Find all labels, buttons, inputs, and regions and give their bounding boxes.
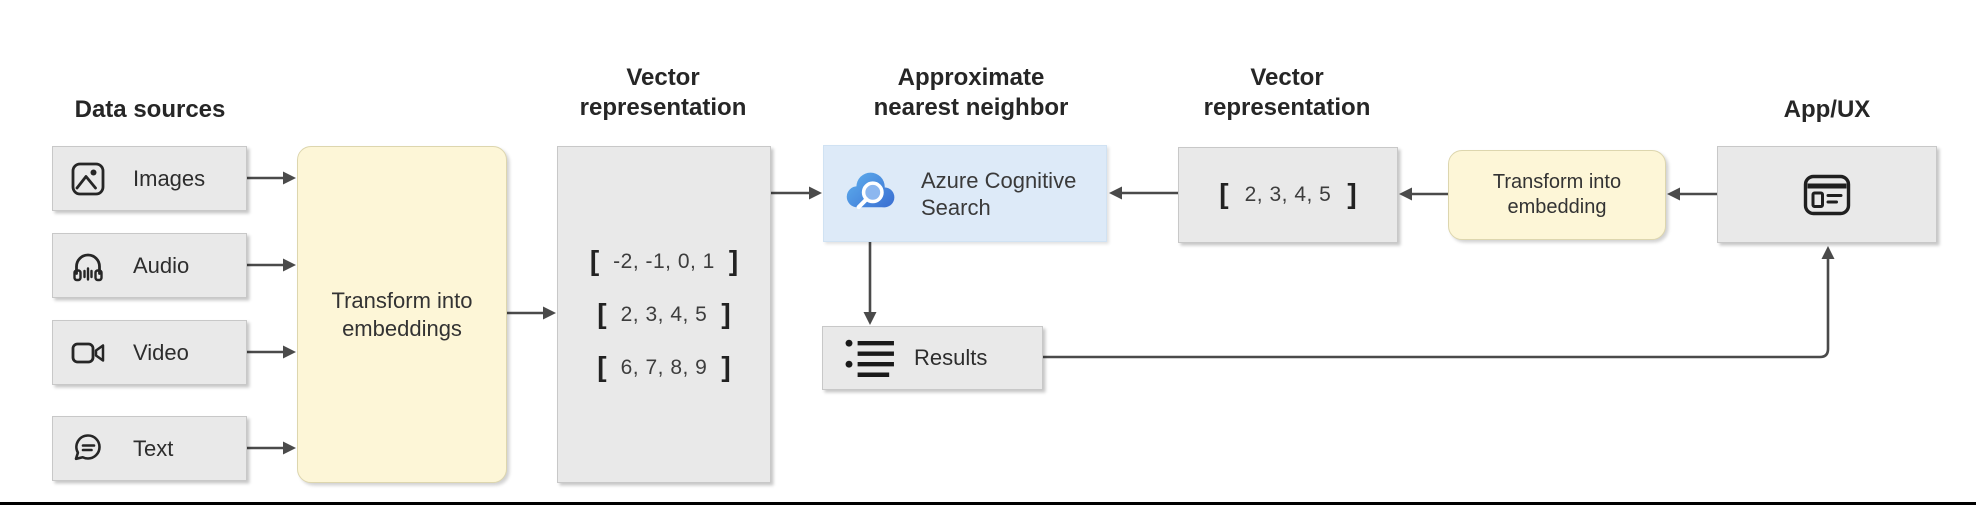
vector-representation-list-box: [ -2, -1, 0, 1 ] [ 2, 3, 4, 5 ] [ 6, 7, … [557,146,771,483]
vector-row: [ 6, 7, 8, 9 ] [597,350,731,382]
approximate-nearest-neighbor-heading: Approximate nearest neighbor [873,64,1069,121]
video-icon [70,335,106,371]
azure-cognitive-search-label: Azure Cognitive Search [921,167,1077,220]
audio-icon [70,248,106,284]
transform-into-embeddings-box: Transform into embeddings [297,146,507,483]
results-box: Results [822,326,1043,390]
data-source-audio: Audio [52,233,247,298]
arrowheads [283,171,1835,455]
bottom-border-line [0,502,1976,505]
transform-into-embedding-box: Transform into embedding [1448,150,1666,240]
data-source-label: Audio [133,252,190,278]
data-source-text: Text [52,416,247,481]
azure-cognitive-search-box: Azure Cognitive Search [823,145,1107,242]
image-icon [70,161,106,197]
azure-cognitive-search-cloud-icon [839,163,901,225]
bulleted-list-icon [844,336,898,380]
app-ux-heading: App/UX [1783,96,1871,123]
data-source-label: Text [133,435,174,461]
app-ux-box [1717,146,1937,243]
results-label: Results [914,345,988,370]
vector-representation-single-box: [ 2, 3, 4, 5 ] [1178,147,1398,243]
data-source-label: Video [133,339,189,365]
browser-window-icon [1803,174,1851,216]
data-source-video: Video [52,320,247,385]
data-source-label: Images [133,165,206,191]
arrow-results-to-appux [1043,259,1830,359]
data-sources-heading: Data sources [74,96,226,123]
vector-row: [ 2, 3, 4, 5 ] [1219,178,1357,209]
vector-representation-heading-left: Vector representation [579,64,747,121]
data-source-images: Images [52,146,247,211]
text-icon [70,431,106,467]
vector-representation-heading-right: Vector representation [1203,64,1371,121]
vector-row: [ -2, -1, 0, 1 ] [589,244,739,276]
vector-row: [ 2, 3, 4, 5 ] [597,297,731,329]
